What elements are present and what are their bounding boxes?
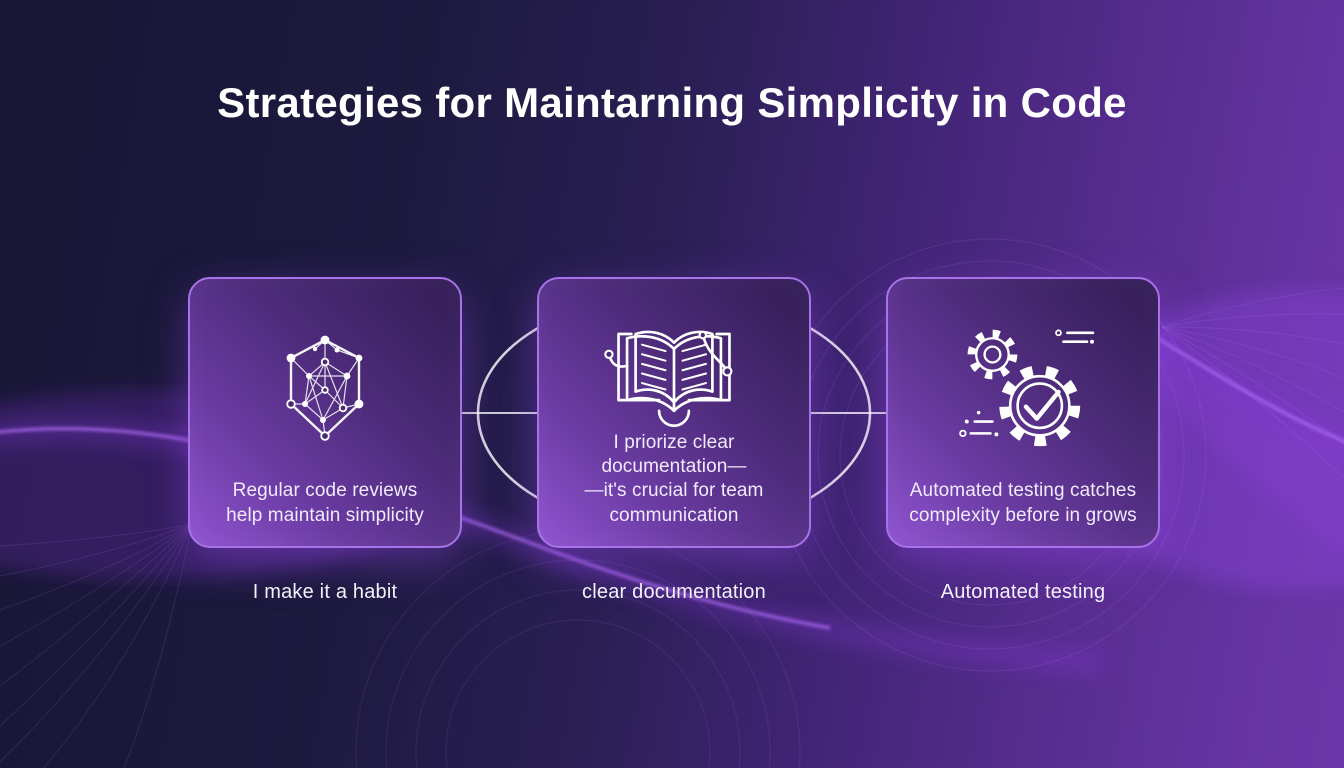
- card-code-reviews: Regular code reviews help maintain simpl…: [188, 277, 462, 548]
- card-clear-documentation: I priorize clear documentation— —it's cr…: [537, 277, 811, 548]
- card-automated-testing: Automated testing catches complexity bef…: [886, 277, 1160, 548]
- page-title: Strategies for Maintarning Simplicity in…: [217, 79, 1127, 126]
- open-book-icon: [551, 301, 797, 431]
- network-mesh-icon: [202, 301, 448, 479]
- left-wave: [0, 418, 1101, 674]
- gears-check-icon: [900, 301, 1146, 479]
- card-text: Regular code reviews help maintain simpl…: [226, 480, 424, 526]
- thread-fan-right: [1161, 287, 1344, 479]
- caption-automated-testing: Automated testing: [940, 581, 1106, 603]
- card-text: Automated testing catches complexity bef…: [909, 480, 1137, 526]
- caption-clear-documentation: clear documentation: [582, 581, 766, 603]
- caption-code-reviews: I make it a habit: [252, 581, 398, 603]
- thread-fan-left: [0, 523, 193, 768]
- card-text: I priorize clear documentation— —it's cr…: [584, 431, 764, 526]
